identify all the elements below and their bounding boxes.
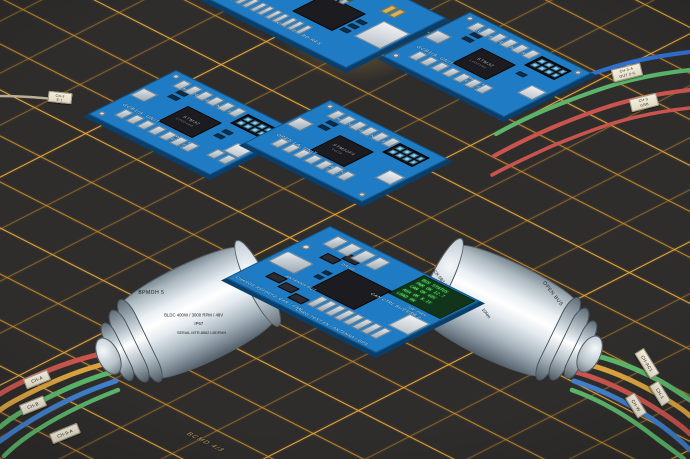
mount-hole <box>97 111 107 116</box>
motor-left-spec-1: BLDC 400W / 3000 RPM / 48V <box>164 312 224 318</box>
mount-hole <box>465 16 475 21</box>
smd-part <box>515 71 528 78</box>
smd-part <box>313 274 325 280</box>
smd-part <box>317 124 331 131</box>
wire-label-topleft-0-text: CN-3 E-1 <box>55 93 65 102</box>
mount-hole <box>357 192 367 197</box>
motor-left-side-label: BPMOH 5 <box>138 289 165 296</box>
relay-block <box>268 251 314 274</box>
smd-part <box>167 94 181 101</box>
smd-part <box>213 133 226 140</box>
smd-part <box>321 270 333 276</box>
connector-block <box>286 117 314 131</box>
mount-hole <box>391 53 401 58</box>
mount-hole <box>573 70 583 75</box>
motor-left-spec-3: SERIAL MTR-8862 LBDPMH <box>176 331 227 336</box>
connector-block <box>130 88 158 102</box>
mount-hole <box>325 104 335 109</box>
smd-part <box>319 253 342 265</box>
smd-part <box>339 27 352 34</box>
connector-block <box>424 30 452 44</box>
wire-label-topleft-0: CN-3 E-1 <box>47 90 73 105</box>
mount-hole <box>300 244 312 250</box>
motor-left-spec-2: IP67 <box>194 321 204 327</box>
smd-part <box>461 36 475 43</box>
mount-hole <box>171 74 181 79</box>
wire-label-topright-1-text: CH-3 GRB <box>638 97 650 108</box>
dip-switch-bank <box>524 56 572 80</box>
wire-label-topright-0-text: CH-3-A OUT 2-G <box>618 66 637 79</box>
